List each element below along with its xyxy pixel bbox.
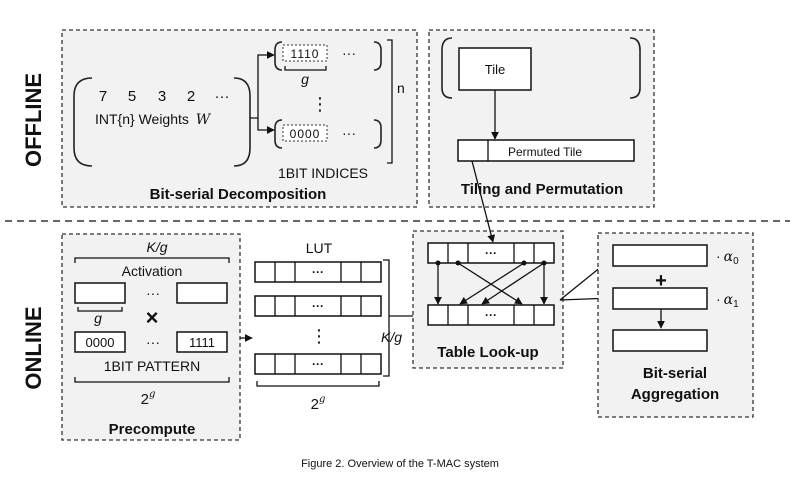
top-bits: 1110 (291, 47, 320, 61)
lut-2g-label: 2g (311, 394, 326, 413)
weight-value: ··· (215, 88, 230, 105)
alpha1-label: ·α1 (716, 291, 739, 310)
weight-value: 7 (99, 88, 107, 105)
precompute-panel: K/g Activation ··· g × 0000 ··· 1111 1BI… (61, 233, 241, 441)
permuted-tile-label: Permuted Tile (508, 145, 582, 159)
lut-row: ··· (254, 295, 382, 317)
bit-serial-aggregation-panel: ·α0 + ·α1 Bit-serial Aggregation (597, 232, 754, 418)
lookup-index-row (427, 242, 555, 264)
lookup-cross-arrows (434, 260, 548, 305)
aggregation-bit-1-box (612, 287, 708, 310)
offline-label: OFFLINE (21, 73, 46, 167)
lut-row-dots: ··· (312, 299, 324, 313)
permuted-to-lookup-arrow (471, 160, 496, 243)
activation-ellipsis: ··· (146, 285, 160, 301)
precompute-2g-label: 2g (141, 389, 156, 408)
pattern-box-first (74, 331, 126, 353)
weight-value: 2 (187, 88, 195, 105)
tile-label: Tile (485, 62, 505, 77)
lut-row: ··· (254, 261, 382, 283)
lookup-bottom-dots: ··· (485, 308, 497, 322)
activation-label: Activation (122, 263, 183, 279)
lut-row-dots: ··· (312, 265, 324, 279)
online-label: ONLINE (21, 306, 46, 389)
lut-vdots: ⋮ (310, 326, 328, 346)
table-lookup-panel: ··· ··· Table Look-up (412, 230, 564, 369)
weight-values: 7 5 3 2 ··· (99, 88, 230, 105)
activation-chunk-last (176, 282, 228, 304)
weight-value: 3 (158, 88, 166, 105)
aggregation-result-box (612, 329, 708, 352)
lut-kg-label: K/g (381, 329, 402, 345)
pattern-last: 1111 (189, 335, 215, 350)
permuted-tile-box (457, 139, 635, 162)
top-ellipsis: ··· (342, 45, 356, 61)
lut-row-dots: ··· (312, 357, 324, 371)
precompute-kg-label: K/g (146, 239, 167, 255)
indices-label: 1BIT INDICES (278, 165, 368, 181)
precompute-g-label: g (94, 310, 102, 326)
aggregation-title-line2: Aggregation (631, 386, 719, 403)
tile-box (458, 47, 532, 91)
aggregation-title-line1: Bit-serial (643, 365, 707, 382)
top-g-label: g (301, 71, 309, 87)
bottom-bits: 0000 (290, 127, 321, 141)
bottom-bits-box (282, 124, 328, 142)
figure-caption: Figure 2. Overview of the T-MAC system (301, 458, 499, 470)
pattern-box-last (176, 331, 228, 353)
table-lookup-title: Table Look-up (437, 344, 538, 361)
lookup-result-row (427, 304, 555, 326)
lut-title: LUT (306, 240, 333, 256)
lookup-top-dots: ··· (485, 246, 497, 260)
pattern-label: 1BIT PATTERN (104, 358, 200, 374)
bit-serial-decomposition-title: Bit-serial Decomposition (150, 186, 327, 203)
aggregation-bit-0-box (612, 244, 708, 267)
times-symbol: × (146, 305, 159, 330)
weights-label: INT{n} Weights W (95, 111, 212, 128)
tiling-permutation-panel: Tile Permuted Tile Tiling and Permutatio… (428, 29, 655, 208)
alpha0-label: ·α0 (716, 248, 739, 267)
indices-vdots: ⋮ (311, 94, 329, 114)
activation-chunk-first (74, 282, 126, 304)
lut-row: ··· (254, 353, 382, 375)
precompute-title: Precompute (109, 421, 196, 438)
bit-serial-decomposition-panel: 7 5 3 2 ··· INT{n} Weights W 1110 ··· g … (61, 29, 418, 208)
tiling-permutation-title: Tiling and Permutation (461, 181, 623, 198)
plus-symbol: + (655, 270, 667, 292)
top-bits-box (282, 44, 328, 62)
lut-block: LUT ··· ··· ⋮ ··· (254, 240, 402, 413)
pattern-first: 0000 (86, 335, 115, 350)
pattern-ellipsis: ··· (146, 334, 160, 350)
bottom-ellipsis: ··· (342, 125, 356, 141)
n-label: n (397, 80, 405, 96)
weight-value: 5 (128, 88, 136, 105)
